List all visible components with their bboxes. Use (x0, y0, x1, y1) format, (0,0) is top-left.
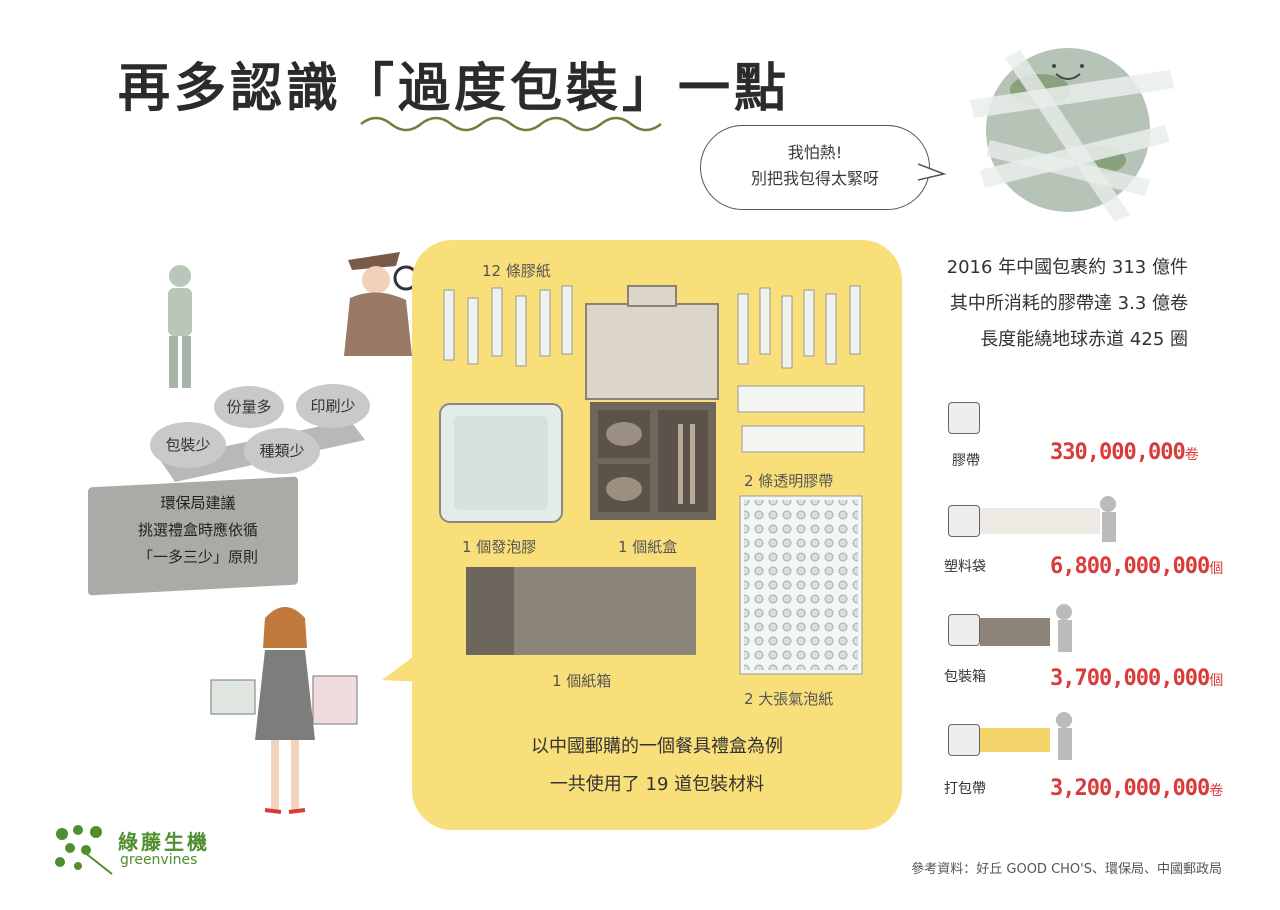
material-value-plastic-bag: 6,800,000,000個 (1050, 554, 1223, 579)
sources-footer: 參考資料：好丘 GOOD CHO'S、環保局、中國郵政局 (911, 862, 1222, 877)
material-unit-plastic-bag: 個 (1209, 561, 1224, 577)
material-value-tape: 330,000,000卷 (1050, 440, 1199, 465)
label-paper-box: 1 個紙盒 (618, 538, 678, 556)
stone-portion-more: 份量多 (214, 386, 284, 428)
cardboard-box-icon (948, 614, 980, 646)
label-carton: 1 個紙箱 (552, 672, 612, 690)
stone-variety-less: 種類少 (244, 428, 320, 474)
example-summary-line-2: 一共使用了 19 道包裝材料 (549, 774, 765, 795)
stats-line-1: 2016 年中國包裹約 313 億件 (946, 257, 1188, 278)
label-foam: 1 個發泡膠 (462, 538, 537, 556)
material-unit-box: 個 (1209, 673, 1224, 689)
example-panel-pointer (382, 650, 422, 682)
shopper-woman-illustration (210, 607, 358, 814)
stats-line-3: 長度能繞地球赤道 425 圈 (980, 329, 1188, 350)
stats-paragraph: 2016 年中國包裹約 313 億件 其中所消耗的膠帶達 3.3 億卷 長度能繞… (947, 250, 1188, 358)
paper-gift-box-illustration (585, 285, 719, 520)
taped-globe-illustration (970, 48, 1174, 222)
box-stretch-illustration (980, 604, 1072, 652)
material-number-strap: 3,200,000,000 (1050, 776, 1210, 801)
material-value-strap: 3,200,000,000卷 (1050, 776, 1223, 801)
clear-tape-illustration (737, 385, 865, 453)
tape-strips-right-illustration (737, 285, 861, 369)
label-tape-strips: 12 條膠紙 (482, 262, 551, 280)
material-value-box: 3,700,000,000個 (1050, 666, 1223, 691)
worker-figure-illustration (168, 265, 192, 388)
foam-tray-illustration (439, 403, 563, 523)
strap-stretch-illustration (980, 712, 1072, 760)
label-bubble-wrap: 2 大張氣泡紙 (744, 690, 834, 708)
material-unit-strap: 卷 (1209, 783, 1224, 799)
bubble-wrap-illustration (739, 495, 863, 675)
greenvines-logo-icon (55, 825, 113, 875)
material-label-tape: 膠帶 (952, 453, 980, 469)
stone-printing-less: 印刷少 (296, 384, 370, 428)
strapping-band-icon (948, 724, 980, 756)
logo-english-name: greenvines (120, 852, 198, 868)
label-clear-tape: 2 條透明膠帶 (744, 472, 834, 490)
stone-packaging-less: 包裝少 (150, 422, 226, 468)
material-number-plastic-bag: 6,800,000,000 (1050, 554, 1210, 579)
material-label-strap: 打包帶 (944, 781, 986, 797)
advice-sign-text: 環保局建議 挑選禮盒時應依循 「一多三少」原則 (98, 490, 298, 571)
speech-bubble: 我怕熱! 別把我包得太緊呀 (700, 125, 930, 210)
carton-box-illustration (466, 567, 696, 655)
material-number-box: 3,700,000,000 (1050, 666, 1210, 691)
example-summary-line-1: 以中國郵購的一個餐具禮盒為例 (531, 736, 783, 757)
logo-chinese-name: 綠藤生機 (118, 830, 210, 854)
plastic-bag-icon (948, 505, 980, 537)
material-number-tape: 330,000,000 (1050, 440, 1186, 465)
material-label-box: 包裝箱 (944, 669, 986, 685)
example-summary: 以中國郵購的一個餐具禮盒為例 一共使用了 19 道包裝材料 (412, 728, 902, 804)
page-title: 再多認識「過度包裝」一點 (118, 59, 791, 119)
title-underline-squiggle (360, 116, 662, 132)
speech-bubble-line-1: 我怕熱! (787, 143, 843, 162)
material-label-plastic-bag: 塑料袋 (944, 559, 986, 575)
plastic-bag-stretch-illustration (980, 496, 1116, 542)
speech-bubble-tail (918, 163, 947, 181)
sign-line-2: 挑選禮盒時應依循 (137, 521, 258, 539)
tape-roll-icon (948, 402, 980, 434)
speech-bubble-line-2: 別把我包得太緊呀 (750, 169, 879, 188)
stats-line-2: 其中所消耗的膠帶達 3.3 億卷 (949, 293, 1188, 314)
sign-line-3: 「一多三少」原則 (137, 548, 258, 566)
sign-line-1: 環保局建議 (160, 494, 236, 512)
detective-illustration (344, 252, 419, 356)
tape-strips-left-illustration (443, 285, 573, 367)
material-unit-tape: 卷 (1184, 447, 1199, 463)
